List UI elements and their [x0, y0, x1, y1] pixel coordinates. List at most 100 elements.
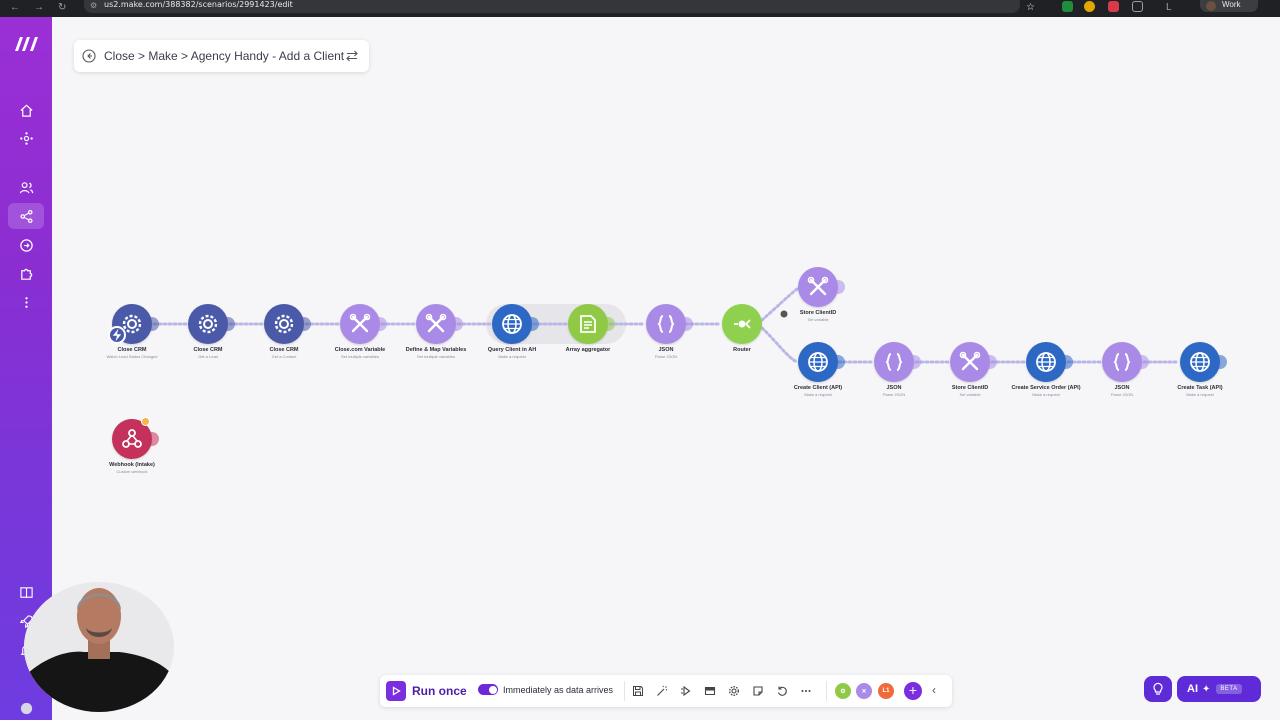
sidebar-item-help[interactable] [8, 579, 44, 605]
scenario-canvas[interactable]: Close CRM Watch Lead Status Changed Clos… [52, 17, 1280, 720]
module-store-clientid[interactable]: Store ClientID Set variable [930, 342, 1010, 397]
sidebar-item-connections[interactable] [8, 232, 44, 258]
forward-arrow-icon[interactable]: → [34, 2, 44, 13]
module-handle[interactable] [1063, 355, 1073, 369]
module-close-crm-watch[interactable]: Close CRM Watch Lead Status Changed [92, 304, 172, 359]
settings-button[interactable] [727, 684, 741, 698]
module-circle[interactable] [112, 417, 159, 459]
lens-icon[interactable]: L [1166, 2, 1172, 13]
module-handle[interactable] [529, 317, 539, 331]
collapse-toolbar-icon[interactable]: ‹ [932, 683, 936, 697]
module-webhook-intake[interactable]: Webhook (Intake) Custom webhook [92, 417, 172, 474]
module-router[interactable]: Router [702, 304, 782, 353]
back-circle-icon[interactable] [82, 49, 96, 63]
module-circle[interactable] [950, 342, 997, 382]
module-handle[interactable] [1217, 355, 1227, 369]
swap-arrows-icon[interactable] [345, 49, 359, 63]
recent-app-text-parser[interactable]: L1 [878, 683, 894, 699]
module-close-com-variable[interactable]: Close.com Variable Set multiple variable… [320, 304, 400, 359]
site-info-icon[interactable]: ⚙ [90, 1, 98, 10]
module-handle[interactable] [835, 280, 845, 294]
recent-app-flow-control[interactable]: ✕ [856, 683, 872, 699]
history-button[interactable] [775, 684, 789, 698]
module-handle[interactable] [453, 317, 463, 331]
add-module-button[interactable]: + [904, 682, 922, 700]
module-circle[interactable] [1180, 342, 1227, 382]
module-circle[interactable] [568, 304, 615, 344]
sidebar-item-scenarios[interactable] [8, 203, 44, 229]
extensions-puzzle-icon[interactable] [1132, 1, 1143, 12]
module-handle[interactable] [683, 317, 693, 331]
module-handle[interactable] [377, 317, 387, 331]
module-create-task-api[interactable]: Create Task (API) Make a request [1160, 342, 1240, 397]
module-circle[interactable] [874, 342, 921, 382]
module-close-crm-get-contact[interactable]: Close CRM Get a Contact [244, 304, 324, 359]
module-create-client-api[interactable]: Create Client (API) Make a request [778, 342, 858, 397]
data-store-button[interactable] [703, 684, 717, 698]
back-arrow-icon[interactable]: ← [10, 2, 20, 13]
save-button[interactable] [631, 684, 645, 698]
module-handle[interactable] [987, 355, 997, 369]
module-circle[interactable] [798, 342, 845, 382]
run-once-button[interactable]: Run once [386, 680, 467, 702]
profile-chip[interactable]: Work [1200, 0, 1258, 12]
module-circle[interactable] [108, 304, 159, 344]
sidebar-item-team[interactable] [8, 174, 44, 200]
explain-flow-button[interactable] [679, 684, 693, 698]
module-circle[interactable] [798, 267, 845, 307]
module-create-service-order-api[interactable]: Create Service Order (API) Make a reques… [1006, 342, 1086, 397]
module-handle[interactable] [149, 432, 159, 446]
scenario-path[interactable]: Close > Make > Agency Handy - Add a Clie… [104, 49, 345, 63]
webcam-overlay [24, 582, 174, 712]
more-options-button[interactable] [799, 684, 813, 698]
module-action: Set multiple variables [416, 354, 456, 359]
filter-dot-icon[interactable] [780, 310, 788, 318]
address-bar[interactable]: ⚙ us2.make.com/388382/scenarios/2991423/… [84, 0, 1020, 13]
module-json-parse[interactable]: JSON Parse JSON [626, 304, 706, 359]
module-circle[interactable] [340, 304, 387, 344]
module-handle[interactable] [911, 355, 921, 369]
schedule-toggle[interactable] [478, 684, 498, 695]
extension-icon[interactable] [1108, 1, 1119, 12]
extension-icon[interactable] [1062, 1, 1073, 12]
schedule-setting[interactable]: Immediately as data arrives [478, 684, 613, 695]
sidebar-item-apps[interactable] [8, 261, 44, 287]
sidebar-item-profile[interactable] [8, 695, 44, 720]
module-json-parse-3[interactable]: JSON Parse JSON [1082, 342, 1162, 397]
instant-trigger-badge[interactable] [108, 326, 126, 344]
module-circle[interactable] [1102, 342, 1149, 382]
module-query-client[interactable]: Query Client in AH Make a request [472, 304, 552, 359]
tips-button[interactable] [1144, 676, 1172, 702]
sidebar-item-home[interactable] [8, 97, 44, 123]
module-circle[interactable] [492, 304, 539, 344]
module-handle[interactable] [1139, 355, 1149, 369]
sidebar-item-more[interactable] [8, 289, 44, 315]
module-circle[interactable] [1026, 342, 1073, 382]
module-close-crm-get-lead[interactable]: Close CRM Get a Lead [168, 304, 248, 359]
module-handle[interactable] [301, 317, 311, 331]
recent-app-tools[interactable]: ⚙ [835, 683, 851, 699]
extension-icon[interactable] [1084, 1, 1095, 12]
module-circle[interactable] [264, 304, 311, 344]
module-handle[interactable] [835, 355, 845, 369]
module-handle[interactable] [149, 317, 159, 331]
module-define-map-variables[interactable]: Define & Map Variables Set multiple vari… [396, 304, 476, 359]
ai-assistant-button[interactable]: AI ✦ BETA [1177, 676, 1261, 702]
module-circle[interactable] [188, 304, 235, 344]
module-handle[interactable] [605, 317, 615, 331]
browser-bar: ← → ↻ ⚙ us2.make.com/388382/scenarios/29… [0, 0, 1280, 17]
module-store-clientid-top[interactable]: Store ClientID Set variable [778, 267, 858, 322]
module-circle[interactable] [416, 304, 463, 344]
sidebar-item-scenarios-hub[interactable] [8, 125, 44, 151]
module-json-parse-2[interactable]: JSON Parse JSON [854, 342, 934, 397]
reload-icon[interactable]: ↻ [58, 2, 67, 13]
make-logo-icon[interactable] [13, 35, 41, 53]
module-array-aggregator[interactable]: Array aggregator [548, 304, 628, 353]
module-name: Close CRM [117, 347, 147, 353]
notes-button[interactable] [751, 684, 765, 698]
module-circle[interactable] [722, 304, 762, 344]
module-handle[interactable] [225, 317, 235, 331]
module-circle[interactable] [646, 304, 693, 344]
bookmark-star-icon[interactable]: ☆ [1026, 2, 1035, 13]
auto-align-button[interactable] [655, 684, 669, 698]
